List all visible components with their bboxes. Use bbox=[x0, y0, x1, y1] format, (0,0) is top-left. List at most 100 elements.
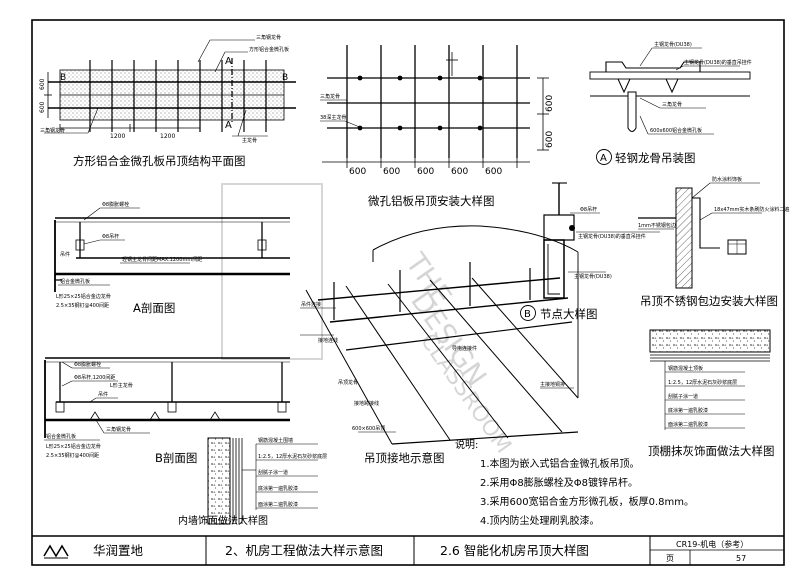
isometric-drawing: 吊件连接 接地连线 600×600吊顶 接地跨接线 吊顶龙骨 导电连接件 主接地… bbox=[300, 225, 579, 465]
sheet-border bbox=[31, 19, 785, 566]
install-dim-1: 600 bbox=[349, 167, 366, 177]
iso-label-6: 导电连接件 bbox=[452, 345, 477, 352]
install-side-dim-2: 600 bbox=[545, 131, 555, 148]
install-dim-5: 600 bbox=[485, 167, 502, 177]
section-a-label-1: Φ8膨胀螺栓 bbox=[102, 201, 129, 208]
section-b-label-3: L形主龙骨 bbox=[110, 382, 133, 389]
keel-a-drawing: 主钢龙骨(DU38) 主钢龙骨(DU38)的垂直吊挂件 三角龙骨 600x600… bbox=[589, 41, 752, 165]
wall-label-2: 1:2.5，12厚水泥石灰砂浆底层 bbox=[258, 453, 327, 460]
install-drawing: 三角龙骨 38深主龙骨 600 600 600 600 600 600 600 … bbox=[320, 45, 555, 208]
section-b-label-2: Φ8吊杆,1200间距 bbox=[74, 374, 115, 381]
section-a-label-5: 铝合金微孔板 bbox=[60, 278, 90, 285]
install-label-depth: 38深主龙骨 bbox=[320, 114, 346, 121]
notes-item-1: 1.本图为嵌入式铝合金微孔板吊顶。 bbox=[480, 457, 640, 470]
keel-a-label-4: 600x600铝合金微孔板 bbox=[650, 127, 702, 134]
keel-a-circle bbox=[596, 149, 612, 165]
edge-label-3: 1mm不锈钢包边 bbox=[638, 222, 676, 229]
plan-dim-w1: 1200 bbox=[110, 133, 125, 140]
section-b-label-7: L形25×25铝合金边龙骨 bbox=[46, 443, 101, 450]
ceiling-label-2: 1:2.5，12厚水泥石灰砂浆底层 bbox=[668, 379, 737, 386]
plan-label-board: 方形铝合金微孔板 bbox=[249, 46, 289, 53]
wall-label-3: 刮腻子涂一道 bbox=[258, 469, 288, 476]
plan-caption: 方形铝合金微孔板吊顶结构平面图 bbox=[73, 154, 246, 168]
ceiling-label-4: 底涂第一遍乳胶漆 bbox=[668, 407, 708, 414]
company-logo-icon bbox=[43, 544, 69, 558]
footer-page-label: 页 bbox=[666, 554, 674, 563]
wall-caption: 内墙饰面做法大样图 bbox=[178, 514, 268, 527]
notes-heading: 说明: bbox=[455, 438, 478, 451]
plan-drawing: 三角钢龙骨 方形铝合金微孔板 A A B B 三角钢龙骨 主龙骨 1200 12… bbox=[39, 34, 296, 168]
node-b-label-3: 主钢龙骨(DU38) bbox=[574, 273, 612, 280]
notes-item-2: 2.采用Φ8膨胀螺栓及Φ8镀锌吊杆。 bbox=[480, 476, 638, 489]
node-b-label-2: 主钢龙骨(DU38)的垂直吊挂件 bbox=[578, 233, 646, 240]
section-b-label-1: Φ8膨胀螺栓 bbox=[74, 361, 101, 368]
title-block: 华润置地 2、机房工程做法大样示意图 2.6 智能化机房吊顶大样图 CR19-机… bbox=[32, 535, 784, 565]
plan-dim-h1: 600 bbox=[39, 78, 46, 90]
section-a-label-4: 轻钢主龙骨间距MAX.1200mm间距 bbox=[122, 256, 202, 263]
plan-dim-w2: 1200 bbox=[160, 133, 175, 140]
keel-a-label-2: 主钢龙骨(DU38)的垂直吊挂件 bbox=[684, 59, 752, 66]
ceiling-label-1: 钢筋混凝土顶板 bbox=[668, 365, 703, 372]
iso-label-2: 接地连线 bbox=[318, 337, 338, 344]
notes-item-3: 3.采用600宽铝合金方形微孔板，板厚0.8mm。 bbox=[480, 495, 694, 508]
section-mark-a-bottom: A bbox=[225, 120, 232, 131]
keel-a-circle-letter: A bbox=[600, 153, 607, 164]
install-dim-2: 600 bbox=[383, 167, 400, 177]
section-b-label-5: 三角钢龙骨 bbox=[106, 426, 131, 433]
notes-block: 说明: 1.本图为嵌入式铝合金微孔板吊顶。 2.采用Φ8膨胀螺栓及Φ8镀锌吊杆。… bbox=[455, 438, 694, 527]
section-b-label-6: 铝合金微孔板 bbox=[46, 433, 76, 440]
plan-label-zhulonggu: 主龙骨 bbox=[242, 137, 257, 144]
notes-item-4: 4.顶内防尘处理刷乳胶漆。 bbox=[480, 514, 600, 527]
ceiling-label-3: 刮腻子涂一道 bbox=[668, 393, 698, 400]
install-caption: 微孔铝板吊顶安装大样图 bbox=[368, 194, 495, 208]
keel-a-label-1: 主钢龙骨(DU38) bbox=[654, 41, 692, 48]
install-label-sanjiao: 三角龙骨 bbox=[320, 93, 340, 100]
iso-label-7: 主接地铜排 bbox=[540, 381, 565, 388]
watermark: THE DESIGN CLASSROOM bbox=[221, 183, 516, 458]
node-b-label-1: Φ8吊杆 bbox=[580, 206, 597, 213]
node-b-drawing: Φ8吊杆 主钢龙骨(DU38)的垂直吊挂件 主钢龙骨(DU38) B 节点大样图 bbox=[520, 182, 660, 321]
ceiling-finish-drawing: 钢筋混凝土顶板 1:2.5，12厚水泥石灰砂浆底层 刮腻子涂一道 底涂第一遍乳胶… bbox=[648, 329, 775, 458]
install-dim-4: 600 bbox=[451, 167, 468, 177]
footer-company: 华润置地 bbox=[93, 543, 144, 558]
section-a-label-3: 吊件 bbox=[60, 251, 70, 258]
plan-label-sanjiao-top: 三角钢龙骨 bbox=[256, 34, 281, 41]
footer-page-number: 57 bbox=[736, 554, 746, 563]
wall-label-4: 底涂第一遍乳胶漆 bbox=[258, 485, 298, 492]
footer-title: 2.6 智能化机房吊顶大样图 bbox=[440, 543, 589, 558]
section-b-caption: B剖面图 bbox=[155, 451, 197, 465]
install-dim-3: 600 bbox=[417, 167, 434, 177]
section-a-drawing: Φ8膨胀螺栓 Φ8吊杆 吊件 轻钢主龙骨间距MAX.1200mm间距 铝合金微孔… bbox=[54, 201, 290, 315]
section-a-label-6: L形25×25铝合金边龙骨 bbox=[56, 293, 111, 300]
plan-label-sanjiao-bottom: 三角钢龙骨 bbox=[40, 127, 65, 134]
iso-label-1: 吊件连接 bbox=[301, 301, 321, 308]
edge-trim-drawing: 防水涂料饰板 18x47mm实木条刷防火涂料二遍 1mm不锈钢包边 吊顶不锈钢包… bbox=[638, 176, 789, 308]
install-side-dim-1: 600 bbox=[545, 95, 555, 112]
iso-label-3: 600×600吊顶 bbox=[352, 426, 385, 432]
node-b-circle bbox=[520, 305, 536, 321]
section-a-caption: A剖面图 bbox=[133, 301, 175, 315]
wall-label-1: 钢筋混凝土围墙 bbox=[258, 437, 293, 444]
section-b-drawing: Φ8膨胀螺栓 Φ8吊杆,1200间距 L形主龙骨 吊件 三角钢龙骨 铝合金微孔板… bbox=[44, 357, 290, 465]
keel-a-label-3: 三角龙骨 bbox=[662, 101, 682, 108]
node-b-circle-letter: B bbox=[524, 309, 531, 320]
section-a-label-7: 2.5×35钢钉@400间距 bbox=[56, 302, 109, 309]
plan-dim-h2: 600 bbox=[39, 101, 46, 113]
section-mark-b-right: B bbox=[282, 73, 288, 83]
keel-a-caption: 轻钢龙骨吊装图 bbox=[615, 151, 696, 165]
section-b-label-8: 2.5×35钢钉@400间距 bbox=[46, 452, 99, 459]
node-b-caption: 节点大样图 bbox=[540, 307, 598, 321]
section-mark-a-top: A bbox=[225, 56, 232, 67]
wall-label-5: 面涂第二遍乳胶漆 bbox=[258, 501, 298, 508]
footer-code: CR19-机电（参考） bbox=[676, 539, 748, 549]
ceiling-caption: 顶棚抹灰饰面做法大样图 bbox=[648, 444, 775, 458]
ceiling-label-5: 面涂第二遍乳胶漆 bbox=[668, 421, 708, 428]
iso-label-5: 吊顶龙骨 bbox=[338, 379, 358, 386]
iso-label-4: 接地跨接线 bbox=[354, 400, 379, 407]
iso-caption: 吊顶接地示意图 bbox=[364, 451, 445, 465]
edge-label-1: 防水涂料饰板 bbox=[712, 176, 742, 183]
footer-chapter: 2、机房工程做法大样示意图 bbox=[225, 543, 383, 558]
edge-caption: 吊顶不锈钢包边安装大样图 bbox=[640, 294, 778, 308]
